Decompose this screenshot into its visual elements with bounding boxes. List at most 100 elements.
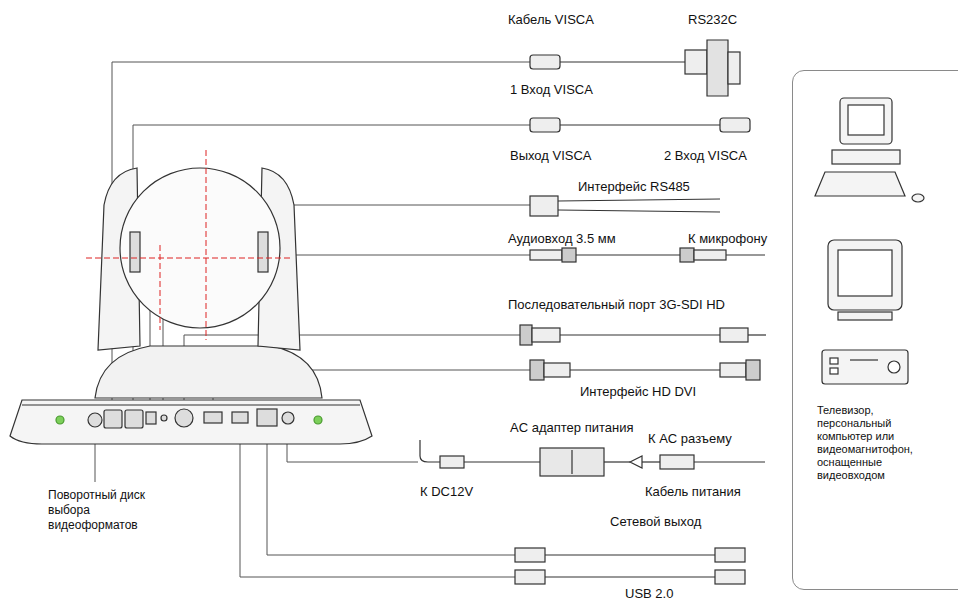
illustration-part bbox=[86, 150, 292, 340]
illustration-part bbox=[680, 248, 694, 262]
illustration-part bbox=[464, 461, 540, 462]
illustration-part bbox=[95, 346, 322, 398]
illustration-part bbox=[540, 448, 604, 476]
illustration-part bbox=[707, 40, 728, 96]
illustration-part bbox=[838, 250, 892, 296]
cable-label: Сетевой выход bbox=[610, 514, 701, 529]
illustration-part bbox=[282, 412, 294, 424]
illustration-part bbox=[715, 570, 745, 584]
axis-line bbox=[86, 258, 292, 259]
illustration-part bbox=[130, 232, 140, 272]
illustration-part bbox=[10, 400, 372, 444]
illustration-part bbox=[726, 254, 765, 255]
illustration-part bbox=[98, 168, 140, 350]
illustration-part bbox=[694, 461, 765, 462]
illustration-part bbox=[850, 359, 878, 360]
illustration-part bbox=[530, 118, 560, 132]
illustration-part bbox=[685, 50, 707, 74]
illustration-part bbox=[576, 254, 680, 255]
cable-label: Поворотный диск выбора видеоформатов bbox=[48, 488, 178, 533]
cable-label: Выход VISCA bbox=[510, 148, 592, 163]
illustration-part bbox=[830, 358, 838, 364]
illustration-part bbox=[95, 62, 530, 577]
device-panel: Телевизор, персональный компьютер или ви… bbox=[792, 70, 958, 590]
illustration-part bbox=[604, 461, 630, 462]
illustration-part bbox=[420, 40, 766, 584]
illustration-part bbox=[728, 52, 740, 84]
illustration-part bbox=[558, 199, 720, 212]
cable-label: Последовательный порт 3G-SDI HD bbox=[508, 297, 725, 312]
illustration-part bbox=[125, 410, 143, 428]
device-icons bbox=[815, 98, 924, 384]
illustration-part bbox=[720, 363, 746, 377]
illustration-part bbox=[888, 361, 900, 373]
cable-label: Интерфейс RS485 bbox=[578, 179, 690, 194]
illustration-part bbox=[515, 548, 545, 562]
device-caption: Телевизор, персональный компьютер или ви… bbox=[817, 404, 935, 482]
illustration-part bbox=[822, 350, 908, 384]
illustration-part bbox=[257, 409, 277, 426]
cable-label: USB 2.0 bbox=[625, 586, 673, 601]
ptz-camera bbox=[10, 168, 372, 444]
illustration-part bbox=[694, 250, 726, 260]
illustration-part bbox=[440, 456, 464, 468]
illustration-part bbox=[560, 334, 720, 335]
illustration-part bbox=[544, 363, 570, 377]
illustration-part bbox=[22, 404, 360, 405]
cable-label: Кабель VISCA bbox=[508, 12, 594, 27]
cable-label: К AC разъему bbox=[648, 431, 732, 446]
illustration-part bbox=[175, 409, 193, 427]
illustration-part bbox=[832, 150, 900, 164]
illustration-part bbox=[571, 450, 572, 474]
cable-label: К DC12V bbox=[420, 484, 473, 499]
illustration-part bbox=[560, 124, 720, 125]
illustration-part bbox=[120, 168, 280, 328]
cable-label: Аудиовход 3.5 мм bbox=[508, 231, 616, 246]
illustration-part bbox=[532, 328, 560, 342]
cable-label: RS232C bbox=[688, 12, 737, 27]
illustration-part bbox=[545, 576, 715, 577]
axis-line bbox=[160, 245, 161, 330]
illustration-part bbox=[420, 440, 440, 462]
illustration-part bbox=[748, 334, 766, 335]
illustration-part bbox=[146, 412, 156, 424]
cable-label: К микрофону bbox=[688, 231, 767, 246]
illustration-part bbox=[530, 250, 562, 260]
illustration-part bbox=[104, 410, 122, 428]
illustration-part bbox=[88, 413, 102, 427]
illustration-part bbox=[314, 416, 322, 424]
illustration-part bbox=[720, 118, 750, 132]
illustration-part bbox=[642, 461, 660, 462]
illustration-part bbox=[545, 554, 715, 555]
illustration-part bbox=[204, 412, 222, 423]
illustration-part bbox=[746, 360, 760, 380]
illustration-part bbox=[530, 196, 558, 216]
illustration-part bbox=[660, 455, 694, 469]
illustration-part bbox=[630, 456, 642, 468]
axis-line bbox=[206, 150, 207, 340]
illustration-part bbox=[715, 548, 745, 562]
illustration-part bbox=[570, 369, 720, 370]
illustration-part bbox=[720, 328, 748, 342]
leader-line bbox=[240, 430, 515, 577]
illustration-part bbox=[815, 172, 905, 196]
cable-label: AC адаптер питания bbox=[510, 420, 633, 435]
illustration-part bbox=[560, 61, 685, 62]
illustration-part bbox=[838, 312, 892, 320]
cable-label: 1 Вход VISCA bbox=[510, 82, 593, 97]
illustration-part bbox=[828, 240, 902, 310]
illustration-part bbox=[840, 98, 892, 144]
leader-line bbox=[267, 430, 515, 555]
illustration-part bbox=[530, 55, 560, 69]
illustration-part bbox=[530, 360, 544, 380]
illustration-part bbox=[848, 105, 884, 135]
illustration-part bbox=[520, 325, 532, 345]
cable-label: Интерфейс HD DVI bbox=[580, 384, 696, 399]
cable-label: Кабель питания bbox=[645, 484, 741, 499]
illustration-part bbox=[232, 412, 248, 423]
illustration-part bbox=[912, 194, 924, 202]
cable-label: 2 Вход VISCA bbox=[664, 148, 747, 163]
illustration-part bbox=[830, 368, 838, 374]
illustration-part bbox=[562, 248, 576, 262]
